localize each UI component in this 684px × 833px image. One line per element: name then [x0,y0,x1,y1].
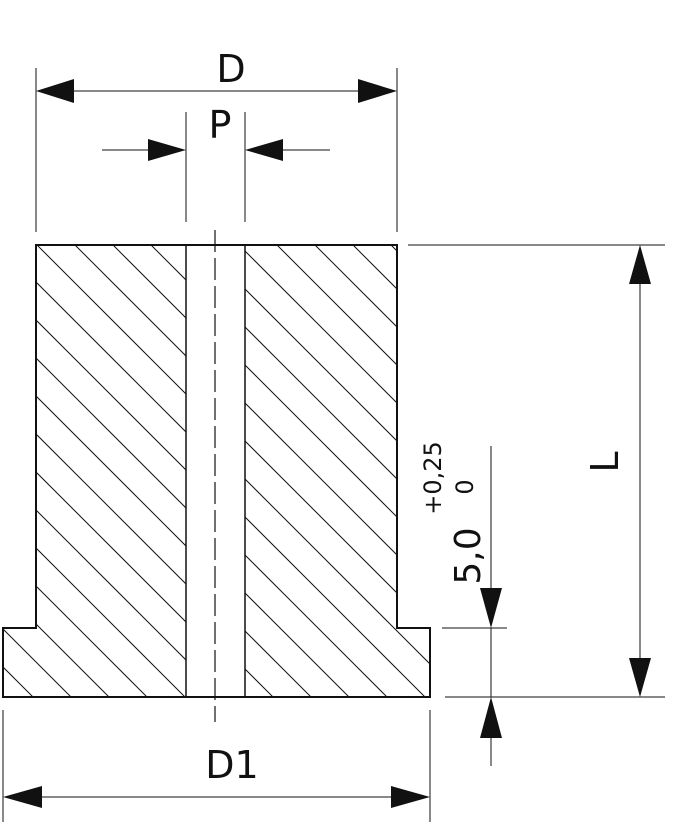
hatch-line [245,245,277,697]
label-D1: D1 [205,743,258,787]
label-P: P [209,103,232,147]
section-hatching-left [3,245,644,700]
hatch-line [3,245,186,697]
label-tolerance-lower: 0 [451,479,479,494]
arrow-flange-top [480,588,502,628]
hatch-line [74,245,186,697]
arrow-D-right [358,79,397,103]
arrow-D1-right [391,786,430,808]
hatch-line [245,245,430,697]
dimension-flange-thickness [442,446,507,766]
label-tolerance-upper: +0,25 [419,441,447,515]
hatch-line [245,245,430,697]
arrow-P-right [245,139,283,161]
hatch-line [352,245,430,697]
hatch-line [3,245,186,697]
hatch-line [150,245,186,697]
arrow-L-bottom [629,658,651,697]
hatch-line [245,245,430,697]
label-D: D [216,47,245,91]
hatch-line [428,245,430,697]
hatch-line [3,245,186,697]
hatch-line [189,245,644,700]
hatch-line [245,245,315,697]
hatch-line [112,245,186,697]
arrow-D-left [36,79,74,103]
hatch-line [245,245,391,697]
hatch-line [3,245,151,697]
hatch-line [3,245,186,697]
arrow-P-left [148,139,186,161]
bushing-outline [2,244,431,698]
hatch-line [3,245,113,697]
hatch-line [245,245,430,697]
label-L: L [583,451,627,472]
dimension-D1 [2,710,431,822]
section-hatching-right [0,245,684,700]
hatch-line [276,245,430,697]
label-flange-thickness: 5,0 [448,527,489,584]
dimension-L [408,244,665,698]
hatch-line [3,245,186,697]
hatch-line [3,245,186,697]
hatch-line [0,245,200,700]
hatch-line [3,245,186,697]
hatch-line [245,245,430,697]
hatch-line [314,245,430,697]
hatch-line [467,245,684,700]
dimension-D [35,68,398,232]
hatch-line [245,245,429,697]
hatch-line [3,245,186,697]
hatch-line [245,245,353,697]
arrow-L-top [629,245,651,284]
hatch-line [36,245,186,697]
arrow-D1-left [3,786,42,808]
arrow-flange-bottom [480,697,502,738]
dimension-P [102,112,330,222]
